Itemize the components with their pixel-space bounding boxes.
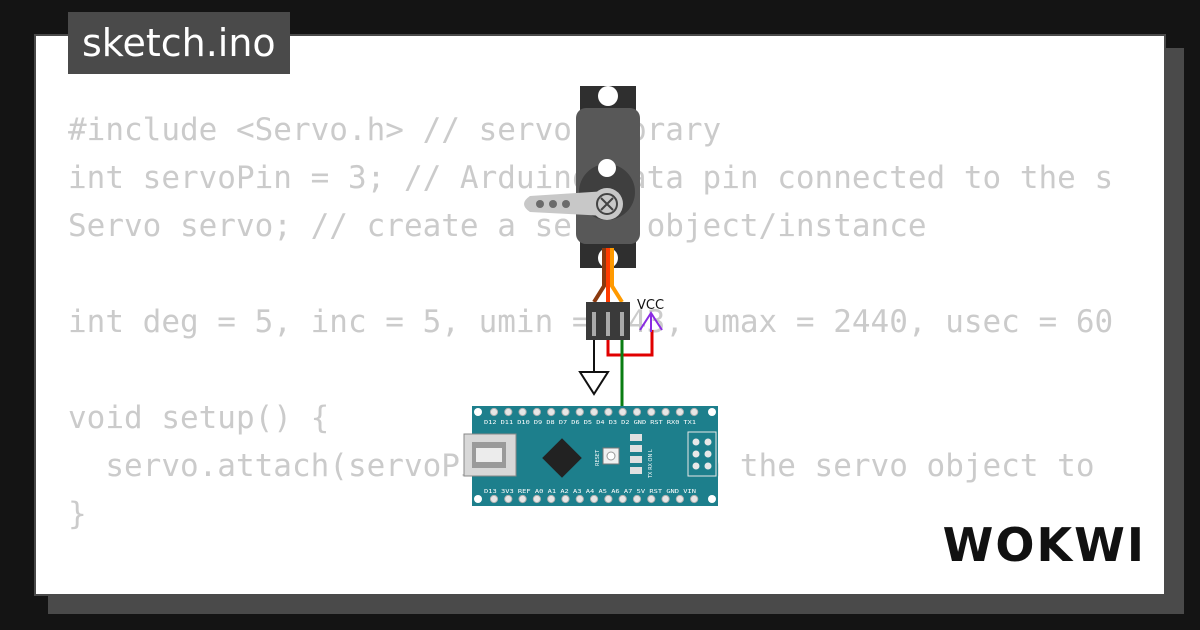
header-pin[interactable] <box>547 494 556 504</box>
reset-label: RESET <box>595 449 601 466</box>
code-line: #include <Servo.h> // servo library <box>68 112 722 148</box>
header-pin[interactable] <box>504 494 513 504</box>
top-pin-labels: D12 D11 D10 D9 D8 D7 D6 D5 D4 D3 D2 GND … <box>484 420 696 426</box>
microcontroller-chip <box>542 438 582 478</box>
code-line: void setup() { <box>68 400 330 436</box>
arduino-nano-board[interactable]: D12 D11 D10 D9 D8 D7 D6 D5 D4 D3 D2 GND … <box>463 406 718 506</box>
servo-motor[interactable] <box>524 86 640 268</box>
header-pin[interactable] <box>690 494 699 504</box>
header-pin[interactable] <box>575 407 584 417</box>
header-pin[interactable] <box>489 494 499 504</box>
header-pin[interactable] <box>518 494 527 504</box>
ground-symbol-icon <box>578 371 610 396</box>
header-pin[interactable] <box>518 407 527 417</box>
header-pin[interactable] <box>675 407 685 417</box>
header-pin[interactable] <box>561 407 570 417</box>
header-pin[interactable] <box>604 407 613 417</box>
header-pin[interactable] <box>647 407 656 417</box>
file-tab[interactable]: sketch.ino <box>68 12 290 74</box>
code-line: Servo servo; // create a servo object/in… <box>68 208 927 244</box>
vcc-wire[interactable] <box>606 330 654 357</box>
header-pin[interactable] <box>661 407 670 417</box>
vcc-arrow-icon <box>639 311 663 332</box>
header-pin[interactable] <box>575 494 584 504</box>
header-pin[interactable] <box>632 494 642 504</box>
header-pin[interactable] <box>675 494 685 504</box>
servo-connector[interactable] <box>586 302 630 340</box>
header-pin[interactable] <box>532 494 542 504</box>
header-pin[interactable] <box>690 407 699 417</box>
header-pin[interactable] <box>661 494 670 504</box>
header-pin[interactable] <box>647 494 656 504</box>
code-line: int deg = 5, inc = 5, umin = 543, umax =… <box>68 304 1114 340</box>
wokwi-logo: WOKWI <box>942 518 1146 572</box>
vcc-label: VCC <box>637 298 664 313</box>
bottom-pin-header[interactable] <box>489 494 699 504</box>
header-pin[interactable] <box>547 407 556 417</box>
bottom-pin-labels: D13 3V3 REF A0 A1 A2 A3 A4 A5 A6 A7 5V R… <box>484 489 696 495</box>
code-line: } <box>68 496 87 532</box>
header-pin[interactable] <box>532 407 542 417</box>
led-labels: TX RX ON L <box>648 449 654 479</box>
header-pin[interactable] <box>590 494 599 504</box>
header-pin[interactable] <box>590 407 599 417</box>
header-pin[interactable] <box>489 407 499 417</box>
header-pin[interactable] <box>618 407 627 417</box>
servo-horn-icon <box>596 193 618 215</box>
code-line: int servoPin = 3; // Arduino data pin co… <box>68 160 1114 196</box>
header-pin[interactable] <box>561 494 570 504</box>
code-editor[interactable]: #include <Servo.h> // servo library int s… <box>68 106 1132 594</box>
code-line: void loop() { <box>68 586 1132 594</box>
header-pin[interactable] <box>504 407 513 417</box>
header-pin[interactable] <box>632 407 642 417</box>
header-pin[interactable] <box>604 494 613 504</box>
top-pin-header[interactable] <box>489 407 699 417</box>
servo-wires <box>592 248 624 304</box>
header-pin[interactable] <box>618 494 627 504</box>
